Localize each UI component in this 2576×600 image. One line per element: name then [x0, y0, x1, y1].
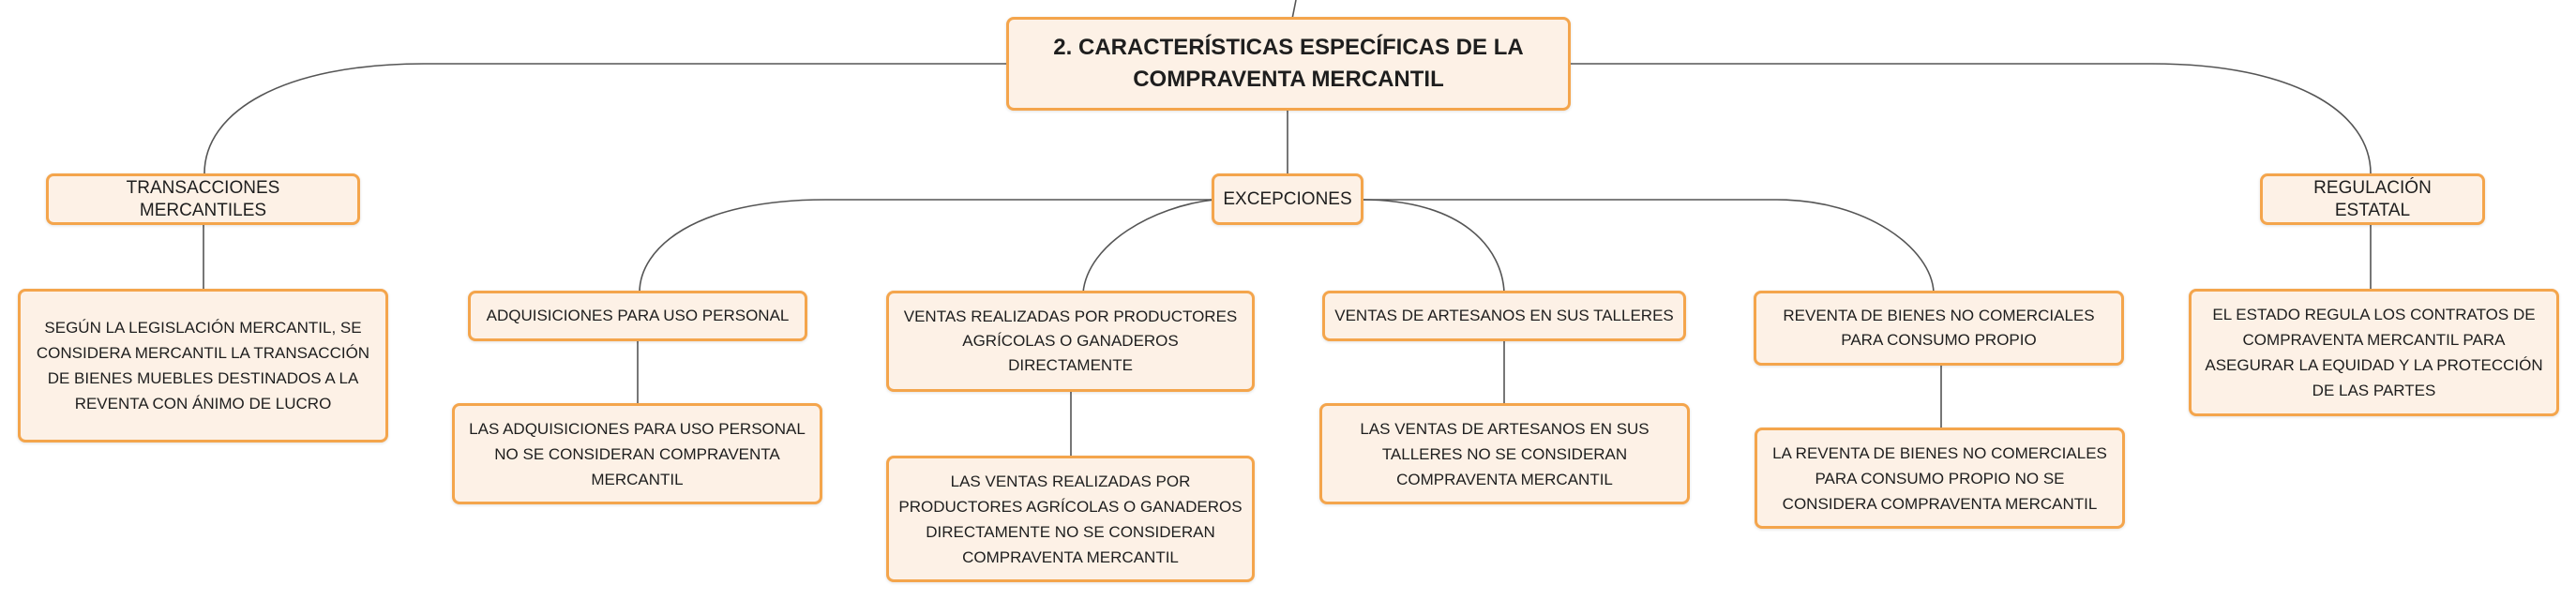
child-node-label: ADQUISICIONES PARA USO PERSONAL	[486, 307, 790, 324]
branch-node-label: REGULACIÓN ESTATAL	[2313, 177, 2432, 220]
detail-node-ventas-productores[interactable]: LAS VENTAS REALIZADAS POR PRODUCTORES AG…	[886, 456, 1255, 582]
detail-node-text: LA REVENTA DE BIENES NO COMERCIALES PARA…	[1772, 443, 2107, 513]
child-node-label: VENTAS REALIZADAS POR PRODUCTORES AGRÍCO…	[903, 308, 1238, 374]
child-node-reventa-bienes[interactable]: REVENTA DE BIENES NO COMERCIALES PARA CO…	[1754, 291, 2124, 366]
detail-node-text: LAS VENTAS DE ARTESANOS EN SUS TALLERES …	[1360, 419, 1650, 488]
detail-node-adquisiciones-uso-personal[interactable]: LAS ADQUISICIONES PARA USO PERSONAL NO S…	[452, 403, 822, 504]
detail-node-text: EL ESTADO REGULA LOS CONTRATOS DE COMPRA…	[2205, 306, 2543, 399]
child-node-ventas-artesanos[interactable]: VENTAS DE ARTESANOS EN SUS TALLERES	[1322, 291, 1686, 341]
child-node-label: VENTAS DE ARTESANOS EN SUS TALLERES	[1334, 307, 1674, 324]
detail-node-regulacion-estatal[interactable]: EL ESTADO REGULA LOS CONTRATOS DE COMPRA…	[2189, 289, 2559, 416]
connector-root-transacciones	[203, 63, 1007, 174]
branch-node-transacciones-mercantiles[interactable]: TRANSACCIONES MERCANTILES	[46, 173, 360, 225]
branch-node-regulacion-estatal[interactable]: REGULACIÓN ESTATAL	[2260, 173, 2485, 225]
root-node[interactable]: 2. CARACTERÍSTICAS ESPECÍFICAS DE LA COM…	[1006, 17, 1571, 111]
connector-excepciones-adquisiciones	[639, 199, 1214, 293]
detail-node-text: LAS VENTAS REALIZADAS POR PRODUCTORES AG…	[898, 472, 1243, 566]
branch-node-excepciones[interactable]: EXCEPCIONES	[1212, 173, 1363, 225]
detail-node-transacciones-mercantiles[interactable]: SEGÚN LA LEGISLACIÓN MERCANTIL, SE CONSI…	[18, 289, 388, 442]
branch-node-label: EXCEPCIONES	[1223, 188, 1352, 209]
detail-node-ventas-artesanos[interactable]: LAS VENTAS DE ARTESANOS EN SUS TALLERES …	[1319, 403, 1690, 504]
connector-root-parent	[1291, 0, 1297, 20]
child-node-adquisiciones-uso-personal[interactable]: ADQUISICIONES PARA USO PERSONAL	[468, 291, 807, 341]
connector-root-regulacion	[1569, 63, 2372, 174]
root-node-label: 2. CARACTERÍSTICAS ESPECÍFICAS DE LA COM…	[1053, 35, 1524, 92]
detail-node-text: LAS ADQUISICIONES PARA USO PERSONAL NO S…	[469, 419, 806, 488]
connector-excepciones-ventas-artesanos	[1361, 199, 1505, 293]
branch-node-label: TRANSACCIONES MERCANTILES	[126, 177, 280, 220]
child-node-label: REVENTA DE BIENES NO COMERCIALES PARA CO…	[1783, 307, 2095, 349]
detail-node-text: SEGÚN LA LEGISLACIÓN MERCANTIL, SE CONSI…	[36, 319, 370, 412]
connector-excepciones-reventa	[1362, 199, 1935, 293]
child-node-ventas-productores[interactable]: VENTAS REALIZADAS POR PRODUCTORES AGRÍCO…	[886, 291, 1255, 392]
connector-excepciones-ventas-productores	[1082, 199, 1215, 293]
detail-node-reventa-bienes[interactable]: LA REVENTA DE BIENES NO COMERCIALES PARA…	[1755, 428, 2125, 529]
